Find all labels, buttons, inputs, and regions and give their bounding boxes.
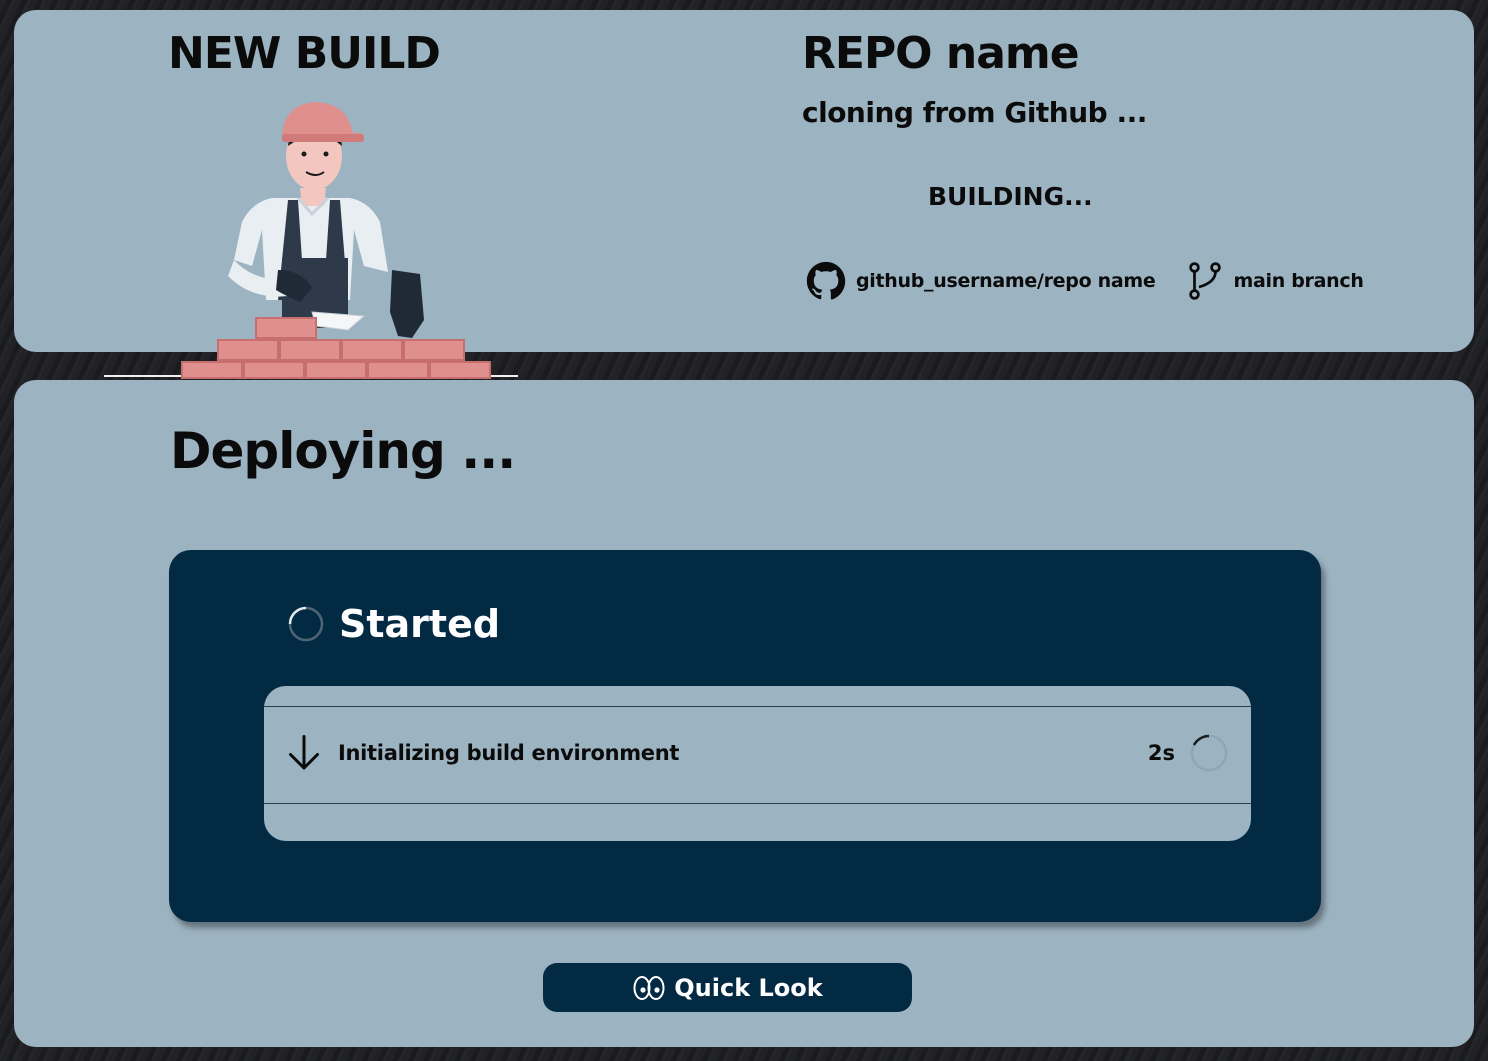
repo-name-title: REPO name [802, 28, 1080, 79]
stage-header: Started [287, 602, 500, 646]
build-steps-list: Initializing build environment 2s [264, 686, 1251, 841]
new-build-title: NEW BUILD [168, 28, 441, 79]
divider [264, 803, 1251, 804]
build-header-panel: NEW BUILD [14, 10, 1474, 379]
quick-look-label: Quick Look [674, 973, 823, 1002]
deploy-panel: Deploying ... Started Initializing build… [14, 380, 1474, 1047]
spinner-icon [288, 606, 324, 642]
step-label: Initializing build environment [338, 741, 680, 765]
repo-path-text[interactable]: github_username/repo name [856, 270, 1156, 292]
spinner-icon [1190, 734, 1228, 772]
repo-meta-row: github_username/repo name main branch [806, 260, 1364, 302]
stage-label: Started [339, 602, 501, 646]
step-duration: 2s [1147, 741, 1175, 765]
deploying-heading: Deploying ... [170, 422, 516, 480]
deploy-status-card: Started Initializing build environment 2… [169, 550, 1321, 922]
clone-status-text: cloning from Github ... [802, 96, 1147, 129]
divider [264, 706, 1251, 707]
quick-look-button[interactable]: Quick Look [543, 963, 912, 1012]
build-status-text: BUILDING... [928, 182, 1093, 211]
github-icon [806, 261, 846, 300]
arrow-down-icon[interactable] [286, 733, 322, 773]
list-item[interactable]: Initializing build environment 2s [286, 730, 1229, 776]
eyes-icon [633, 975, 665, 1000]
builder-illustration [104, 102, 518, 379]
git-branch-icon [1189, 262, 1222, 300]
branch-text[interactable]: main branch [1233, 270, 1364, 292]
